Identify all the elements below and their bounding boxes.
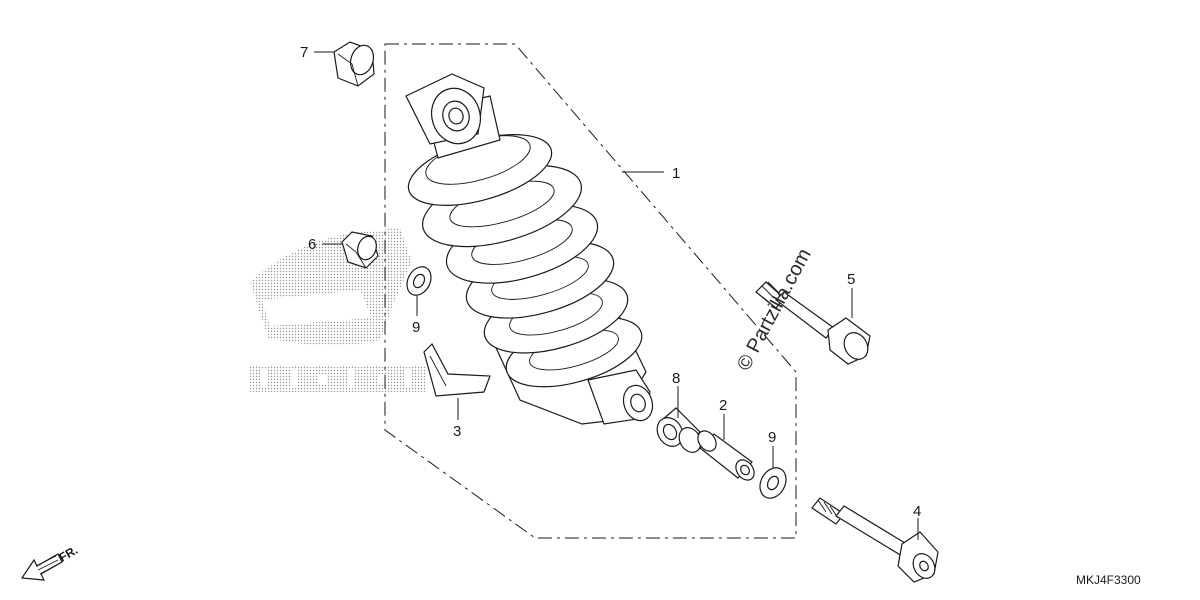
callout-1: 1	[672, 165, 680, 182]
part-8-bushing[interactable]	[652, 407, 705, 456]
part-6-nut[interactable]	[341, 231, 379, 269]
callout-9-right: 9	[768, 429, 776, 446]
part-4-bolt[interactable]	[811, 497, 939, 583]
assembly-boundary	[384, 43, 797, 539]
front-direction-arrow-icon	[20, 553, 63, 581]
part-9-washer-right[interactable]	[755, 463, 791, 503]
part-9-washer-left[interactable]	[402, 263, 436, 300]
diagram-code: MKJ4F3300	[1076, 573, 1141, 587]
leader-lines	[314, 51, 919, 540]
callout-5: 5	[847, 271, 855, 288]
callout-3: 3	[453, 423, 461, 440]
part-2-collar[interactable]	[694, 427, 758, 483]
callout-6: 6	[308, 236, 316, 253]
callout-9-left: 9	[412, 319, 420, 336]
callout-8: 8	[672, 370, 680, 387]
callout-7: 7	[300, 44, 308, 61]
honda-logo-watermark	[250, 228, 425, 392]
part-1-shock-absorber[interactable]	[401, 73, 658, 425]
part-3-label[interactable]	[423, 343, 491, 397]
callout-2: 2	[719, 397, 727, 414]
part-7-nut[interactable]	[333, 41, 377, 87]
callout-4: 4	[913, 503, 921, 520]
part-5-bolt[interactable]	[755, 281, 873, 365]
